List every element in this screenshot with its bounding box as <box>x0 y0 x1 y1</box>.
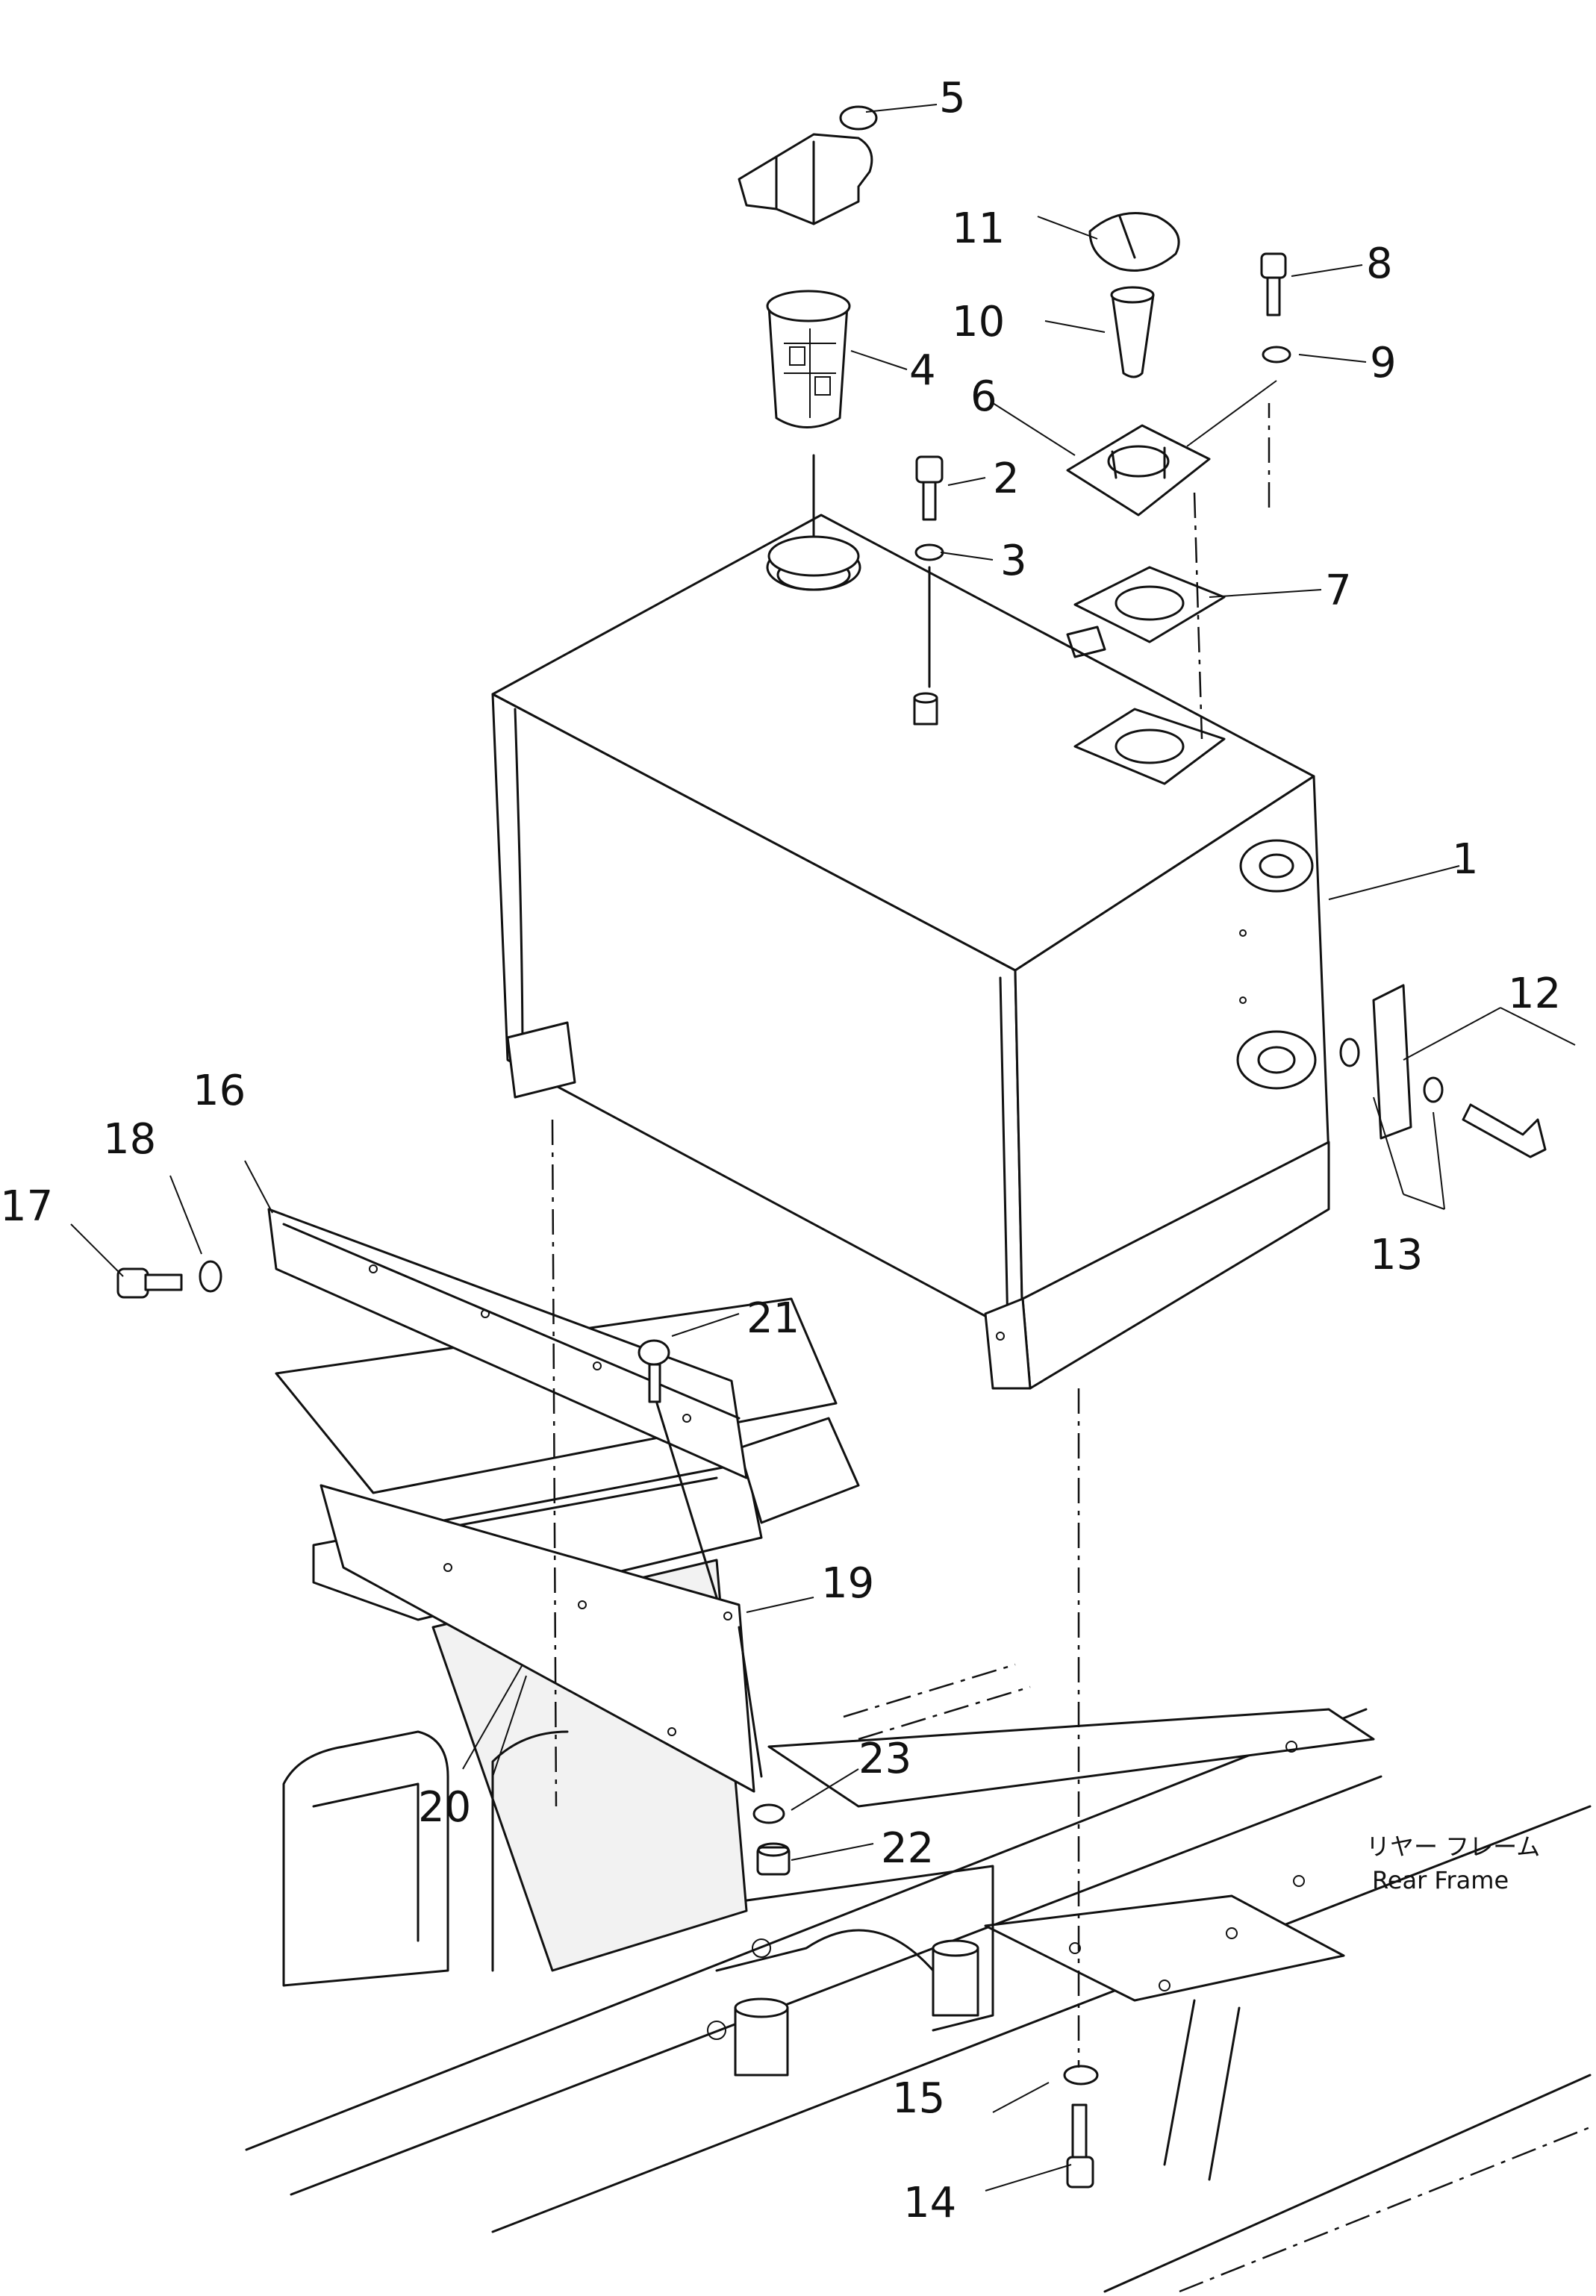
washer-23 <box>752 1803 785 1824</box>
filler-cap <box>1088 212 1180 272</box>
rear-frame-label-japanese: リヤー フレーム <box>1366 1832 1540 1861</box>
callout-23: 23 <box>858 1735 911 1783</box>
rear-frame <box>245 1663 1592 2293</box>
callout-21: 21 <box>746 1294 799 1343</box>
callout-3: 3 <box>1000 537 1027 585</box>
callout-13: 13 <box>1370 1231 1423 1279</box>
seal-ring <box>767 535 860 577</box>
callout-16: 16 <box>193 1067 246 1115</box>
callout-8: 8 <box>1366 240 1393 288</box>
callout-2: 2 <box>993 455 1020 503</box>
leader-lines <box>70 104 1576 2192</box>
callout-18: 18 <box>103 1115 156 1164</box>
washer-9 <box>1262 346 1291 364</box>
callout-19: 19 <box>821 1559 874 1608</box>
callout-15: 15 <box>892 2074 945 2123</box>
washer-18 <box>199 1260 222 1293</box>
clamp-assembly <box>1339 984 1547 1158</box>
callout-numbers: 1 2 3 4 5 6 7 8 9 10 11 12 13 14 15 16 1… <box>0 74 1561 2227</box>
callout-9: 9 <box>1370 339 1397 387</box>
washer-3 <box>914 543 944 561</box>
breather-cap <box>738 105 878 225</box>
bolt-21 <box>638 1339 670 1403</box>
flange-cover <box>1066 424 1211 517</box>
callout-22: 22 <box>881 1824 934 1873</box>
front-angle-bracket <box>267 1208 748 1479</box>
bolt-2 <box>915 455 944 521</box>
bolt-17 <box>116 1267 183 1299</box>
filler-pipe <box>1110 286 1155 378</box>
washer-15 <box>1063 2065 1099 2086</box>
plate-19 <box>319 1484 755 1793</box>
bolt-14 <box>1066 2103 1094 2189</box>
strainer <box>766 290 851 428</box>
callout-17: 17 <box>0 1182 53 1231</box>
callout-4: 4 <box>909 346 936 395</box>
rear-frame-label: リヤー フレーム Rear Frame <box>1366 1832 1540 1894</box>
callout-1: 1 <box>1452 835 1479 884</box>
callout-20: 20 <box>418 1783 471 1832</box>
callout-5: 5 <box>939 74 966 122</box>
callout-12: 12 <box>1508 970 1561 1018</box>
callout-11: 11 <box>952 205 1005 253</box>
callout-6: 6 <box>970 372 997 421</box>
hydraulic-tank <box>491 514 1330 1390</box>
callout-14: 14 <box>903 2179 956 2227</box>
bolt-8 <box>1260 252 1287 316</box>
nut-22 <box>756 1842 791 1876</box>
callout-7: 7 <box>1325 567 1352 615</box>
rear-frame-label-english: Rear Frame <box>1372 1866 1509 1894</box>
gasket <box>1073 566 1226 643</box>
callout-10: 10 <box>952 298 1005 346</box>
